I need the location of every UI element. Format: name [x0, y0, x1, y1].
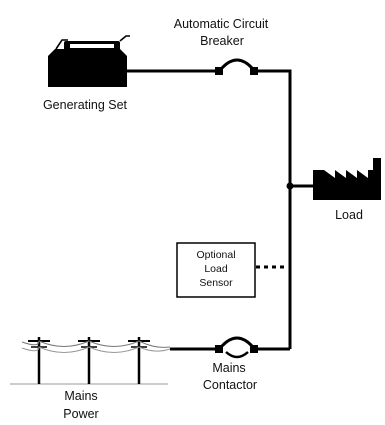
wiring: [126, 69, 314, 351]
sensor-label-line2: Load: [204, 263, 228, 275]
power-line-icon: [10, 337, 171, 385]
sensor-label-line1: Optional: [196, 249, 235, 261]
breaker-label-line1: Automatic Circuit: [174, 17, 269, 31]
generating-set-label: Generating Set: [43, 98, 128, 112]
generator-icon: [48, 35, 130, 87]
wire-breaker-to-bus: [257, 69, 292, 349]
junction-dot: [286, 182, 294, 190]
circuit-breaker-icon: [215, 58, 258, 75]
load-sensor-box: [176, 242, 256, 298]
contactor-icon: [215, 336, 258, 359]
breaker-label-line2: Breaker: [200, 34, 244, 48]
load-label: Load: [335, 208, 363, 222]
sensor-label-line3: Sensor: [199, 277, 233, 289]
mains-label-line1: Mains: [64, 389, 97, 403]
factory-icon: [313, 158, 381, 200]
contactor-label-line2: Contactor: [203, 378, 257, 392]
contactor-label-line1: Mains: [212, 361, 245, 375]
mains-label-line2: Power: [63, 407, 98, 421]
